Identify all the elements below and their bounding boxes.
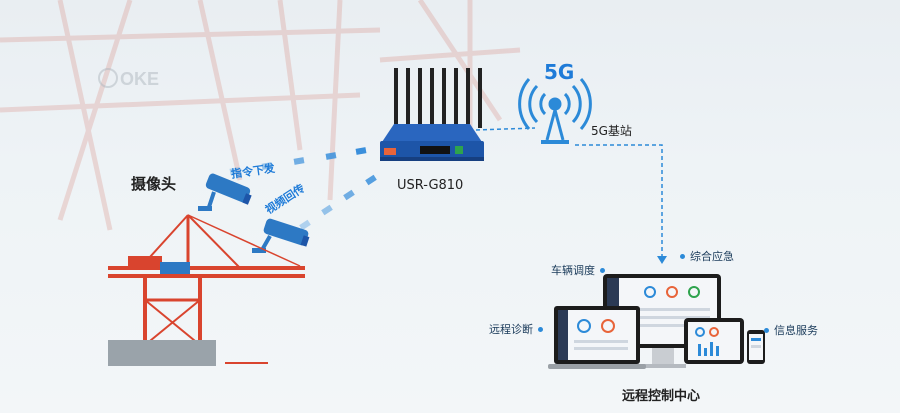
base-station-label: 5G基站 (591, 124, 632, 138)
control-center-label: 远程控制中心 (622, 389, 701, 404)
background-port-scene (0, 0, 521, 231)
function-dot (538, 327, 543, 332)
center-arrowhead (657, 256, 667, 264)
function-label-info-service: 信息服务 (774, 324, 818, 337)
camera-icon (252, 218, 310, 253)
function-label-emergency: 综合应急 (690, 250, 734, 263)
video-beam (299, 174, 377, 231)
function-label-diagnosis: 远程诊断 (489, 323, 533, 336)
control-center-devices (548, 274, 765, 369)
camera-label: 摄像头 (131, 175, 177, 193)
gantry-crane (108, 214, 305, 364)
function-dot (680, 254, 685, 259)
function-dot (600, 268, 605, 273)
base-station-icon (518, 78, 592, 144)
network-label: 5G (544, 60, 575, 84)
router-label: USR-G810 (397, 178, 464, 193)
crane-base (108, 340, 216, 366)
command-beam (229, 147, 367, 175)
router-to-station-link (475, 127, 536, 131)
function-dot (764, 328, 769, 333)
station-to-center-link (575, 144, 663, 258)
router-device (380, 68, 484, 161)
camera-icon (198, 173, 252, 211)
watermark-text: OKE (120, 69, 159, 89)
watermark-logo: OKE (98, 68, 159, 89)
function-label-dispatch: 车辆调度 (551, 264, 595, 277)
